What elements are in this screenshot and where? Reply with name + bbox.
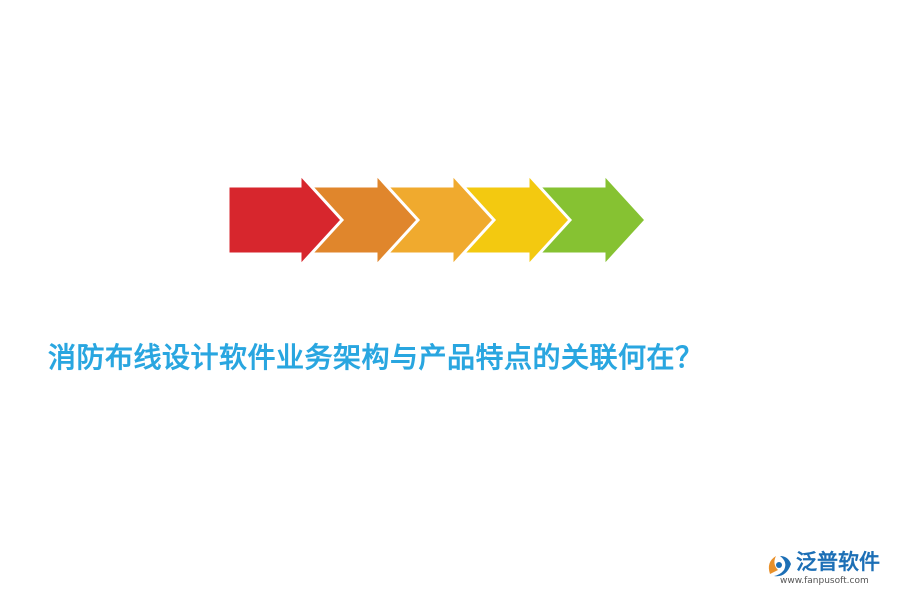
brand-logo: 泛普软件 www.fanpusoft.com	[764, 548, 894, 588]
fanpu-logo-icon	[768, 556, 791, 577]
process-arrows	[226, 172, 649, 268]
process-arrow-1	[226, 172, 345, 268]
page-title: 消防布线设计软件业务架构与产品特点的关联何在？	[48, 341, 704, 374]
brand-url: www.fanpusoft.com	[780, 576, 869, 586]
brand-name: 泛普软件	[796, 550, 880, 574]
